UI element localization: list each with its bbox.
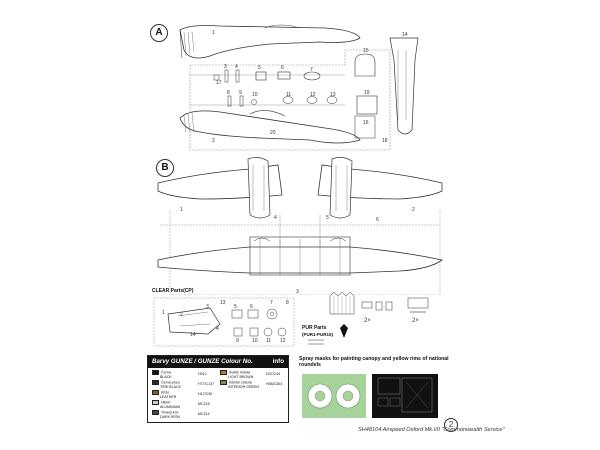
color-name: Černá xyxy=(161,370,171,375)
info-label: info xyxy=(272,358,284,365)
part-number: 12 xyxy=(280,338,286,344)
sprue-b-section: B 1 2 3 4 5 6 xyxy=(150,155,450,296)
color-name-en: LEATHER xyxy=(160,395,177,399)
color-name: Světle hnědá xyxy=(229,370,250,375)
part-number: 6 xyxy=(281,65,284,71)
color-code: H37/C44 xyxy=(266,372,281,376)
part-number: 5 xyxy=(326,215,329,221)
color-code: MC218 xyxy=(198,402,210,406)
color-name-en: DARK IRON xyxy=(160,415,180,419)
part-number: 1 xyxy=(212,30,215,36)
sprue-b-letter: B xyxy=(156,159,174,177)
color-name-en: LIGHT BROWN xyxy=(228,375,254,379)
page-number: 2 xyxy=(444,418,458,432)
part-number: 7 xyxy=(310,67,313,73)
sprue-a-section: A 1 2 3 4 5 6 7 8 9 10 11 12 13 14 15 16… xyxy=(150,20,450,155)
color-name-en: TIRE BLACK xyxy=(160,385,181,389)
sprue-a-letter: A xyxy=(150,24,168,42)
part-number: 11 xyxy=(266,338,272,344)
color-swatch xyxy=(220,380,227,385)
color-name: Hliník xyxy=(161,400,170,405)
clear-parts-section: CLEAR Parts(CP) 1 2 3 4 5 6 7 8 9 10 11 … xyxy=(150,288,300,350)
color-name: Kůže xyxy=(161,390,170,395)
color-swatch xyxy=(152,370,159,375)
color-code: MC214 xyxy=(198,412,210,416)
color-code: H77/C137 xyxy=(198,382,215,386)
color-swatch xyxy=(152,410,159,415)
color-swatch xyxy=(152,380,159,385)
sprue-a-drawing xyxy=(179,24,419,151)
mask-sheet-drawing xyxy=(302,374,438,418)
part-number: 4 xyxy=(216,326,219,332)
pur-parts-title: PUR Parts xyxy=(302,325,327,331)
part-number: 3 xyxy=(224,64,227,70)
pur-parts-drawing xyxy=(308,291,429,345)
pur-multiplier: 2× xyxy=(412,318,419,324)
part-number: 1 xyxy=(180,207,183,213)
part-number: 4 xyxy=(274,215,277,221)
color-table: Barvy GUNZE / GUNZE Colour No. info Čern… xyxy=(147,355,289,423)
clear-parts-title: CLEAR Parts(CP) xyxy=(152,288,194,294)
part-number: 11 xyxy=(286,92,292,98)
color-name: Černá pneu xyxy=(161,380,180,385)
pur-multiplier: 2× xyxy=(364,318,371,324)
part-number: 10 xyxy=(252,338,258,344)
part-number: 4 xyxy=(235,64,238,70)
color-name-en: BLACK xyxy=(160,375,172,379)
part-number: 17 xyxy=(216,80,222,86)
part-number: 2 xyxy=(180,312,183,318)
color-swatch xyxy=(152,390,159,395)
color-table-title: Barvy GUNZE / GUNZE Colour No. xyxy=(152,358,253,365)
part-number: 19 xyxy=(364,90,370,96)
part-number: 10 xyxy=(252,92,258,98)
color-swatch xyxy=(220,370,227,375)
part-number: 1 xyxy=(162,310,165,316)
spray-masks-text: Spray masks for painting canopy and yell… xyxy=(299,356,449,368)
pur-parts-subtitle: (PUR1-PUR15) xyxy=(302,332,334,337)
part-number: 3 xyxy=(296,289,299,295)
part-number: 15 xyxy=(363,48,369,54)
color-name-en: ALUMINIUM xyxy=(160,405,181,409)
part-number: 9 xyxy=(236,338,239,344)
part-number: 8 xyxy=(227,90,230,96)
color-name: Tmavý kov xyxy=(161,410,179,415)
part-number: 6 xyxy=(250,304,253,310)
footer-caption: SH48104 Airspeed Oxford Mk.I/II "Commonw… xyxy=(358,427,505,433)
color-code: H17/C39 xyxy=(198,392,213,396)
part-number: 8 xyxy=(286,300,289,306)
color-code: H58/C364 xyxy=(266,382,283,386)
part-number: 14 xyxy=(190,332,196,338)
color-name: Interiér zelená xyxy=(229,380,252,385)
part-number: 6 xyxy=(376,217,379,223)
part-number: 14 xyxy=(402,32,408,38)
sprue-b-drawing xyxy=(157,157,443,296)
part-number: 20 xyxy=(270,130,276,136)
color-table-header: Barvy GUNZE / GUNZE Colour No. info xyxy=(148,356,288,368)
part-number: 7 xyxy=(270,300,273,306)
color-swatch xyxy=(152,400,159,405)
part-number: 18 xyxy=(382,138,388,144)
part-number: 5 xyxy=(258,65,261,71)
spray-masks-sheet xyxy=(300,372,440,420)
part-number: 12 xyxy=(310,92,316,98)
part-number: 3 xyxy=(206,304,209,310)
part-number: 13 xyxy=(330,92,336,98)
part-number: 2 xyxy=(212,138,215,144)
part-number: 16 xyxy=(363,120,369,126)
part-number: 13 xyxy=(220,300,226,306)
part-number: 5 xyxy=(234,304,237,310)
part-number: 2 xyxy=(412,207,415,213)
color-name-en: INTERIOR GREEN xyxy=(228,385,259,389)
color-code: H012 xyxy=(198,372,207,376)
clear-parts-drawing xyxy=(153,297,295,347)
part-number: 9 xyxy=(239,90,242,96)
pur-parts-section: PUR Parts (PUR1-PUR15) 2× 2× xyxy=(300,288,440,352)
